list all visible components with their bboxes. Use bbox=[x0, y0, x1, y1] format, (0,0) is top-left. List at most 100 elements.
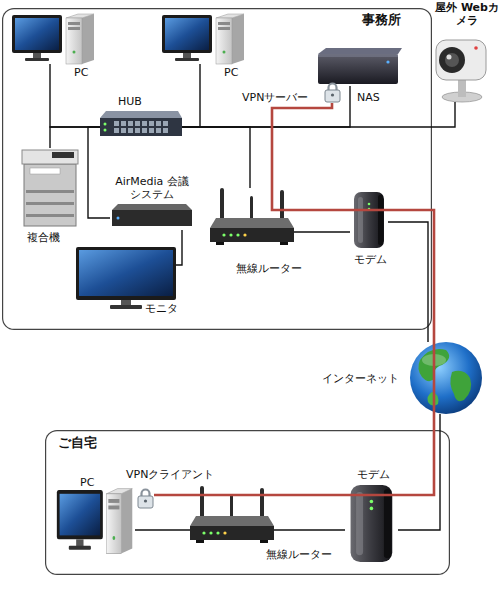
hub-illustration bbox=[100, 111, 182, 118]
router-illustration bbox=[210, 188, 294, 245]
hub-illustration bbox=[156, 128, 161, 133]
hub-illustration bbox=[121, 121, 126, 126]
device-label: 屋外 Webカメラ bbox=[434, 1, 500, 27]
webcam-illustration bbox=[439, 47, 465, 73]
globe-illustration bbox=[418, 349, 449, 381]
webcam-illustration bbox=[436, 40, 486, 80]
globe-illustration bbox=[410, 342, 482, 414]
nas-illustration bbox=[318, 48, 402, 84]
internet: インターネット bbox=[410, 342, 482, 414]
pc: PC bbox=[55, 486, 135, 554]
network-cable bbox=[50, 127, 100, 148]
router-illustration bbox=[190, 188, 294, 543]
airmedia-illustration bbox=[112, 204, 192, 226]
globe-illustration bbox=[428, 392, 439, 406]
vpn-client: VPNクライアント bbox=[137, 487, 154, 509]
airmedia-illustration bbox=[117, 217, 120, 220]
router-illustration bbox=[190, 486, 274, 543]
nas-illustration bbox=[318, 54, 398, 57]
pc-illustration bbox=[57, 489, 132, 554]
pc: PC bbox=[160, 12, 248, 64]
network-cable bbox=[388, 222, 428, 342]
lock-icon bbox=[138, 490, 153, 509]
modem: モデム bbox=[345, 485, 398, 562]
modem-illustration bbox=[351, 485, 393, 562]
hub-illustration bbox=[104, 123, 107, 126]
hub: HUB bbox=[100, 110, 182, 138]
device-label: PC bbox=[80, 476, 94, 489]
router: 無線ルーター bbox=[190, 486, 274, 548]
network-cable bbox=[182, 127, 250, 188]
vpn-tunnel-line bbox=[154, 103, 434, 495]
device-label: インターネット bbox=[322, 372, 399, 385]
hub-illustration bbox=[149, 121, 154, 126]
nas-illustration bbox=[386, 60, 389, 63]
device-label: PC bbox=[224, 66, 238, 79]
pc-illustration bbox=[162, 14, 244, 64]
mfp-illustration bbox=[22, 150, 78, 226]
hub-illustration bbox=[121, 128, 126, 133]
airmedia-illustration bbox=[112, 204, 192, 210]
network-cable bbox=[88, 127, 110, 218]
modem-illustration bbox=[351, 192, 393, 562]
hub-illustration bbox=[156, 121, 161, 126]
area-title: ご自宅 bbox=[58, 436, 97, 450]
device-label: PC bbox=[74, 66, 88, 79]
hub-illustration bbox=[135, 128, 140, 133]
modem-illustration bbox=[354, 192, 384, 248]
device-label: 複合機 bbox=[27, 231, 60, 244]
home-area: VPNクライアントPCモデム無線ルーターご自宅 bbox=[45, 430, 450, 575]
webcam-illustration bbox=[474, 46, 478, 50]
office-area: PC PC VPNサーバー NAS HUB 複合機 AirMedia 会議システム無線ルータ… bbox=[2, 8, 432, 330]
vpn-server: VPNサーバー bbox=[324, 81, 341, 103]
globe-illustration bbox=[410, 342, 482, 414]
network-cable bbox=[135, 529, 190, 530]
mfp-illustration bbox=[26, 202, 74, 205]
globe-illustration bbox=[450, 371, 471, 401]
hub-illustration bbox=[100, 118, 182, 136]
webcam-illustration bbox=[445, 53, 459, 67]
monitor: モニタ bbox=[76, 246, 176, 312]
monitor-illustration bbox=[79, 250, 173, 296]
device-label: 無線ルーター bbox=[266, 548, 332, 561]
hub-illustration bbox=[142, 121, 147, 126]
hub-illustration bbox=[163, 128, 168, 133]
device-label: NAS bbox=[357, 91, 380, 104]
airmedia-illustration bbox=[112, 210, 192, 226]
device-label: モデム bbox=[357, 468, 390, 481]
nas-illustration bbox=[318, 54, 398, 84]
hub-illustration bbox=[114, 121, 119, 126]
hub-illustration bbox=[149, 128, 154, 133]
network-cable bbox=[182, 64, 200, 127]
hub-illustration bbox=[163, 121, 168, 126]
mfp-illustration bbox=[24, 164, 76, 226]
webcam-illustration bbox=[442, 92, 482, 102]
hub-illustration bbox=[142, 128, 147, 133]
modem: モデム bbox=[350, 192, 388, 248]
network-cable bbox=[182, 102, 455, 127]
hub-illustration bbox=[135, 121, 140, 126]
webcam: 屋外 Webカメラ bbox=[432, 30, 494, 102]
monitor-illustration bbox=[76, 247, 176, 300]
lock-icon bbox=[325, 84, 340, 103]
mfp-illustration bbox=[22, 150, 78, 164]
network-cable bbox=[50, 64, 100, 127]
device-label: VPNサーバー bbox=[242, 91, 308, 104]
webcam-illustration bbox=[447, 55, 452, 60]
hub-illustration bbox=[104, 129, 107, 132]
webcam-illustration bbox=[436, 40, 486, 102]
mfp: 複合機 bbox=[22, 148, 78, 228]
mfp-illustration bbox=[52, 152, 74, 158]
hub-illustration bbox=[128, 121, 133, 126]
device-label: 無線ルーター bbox=[236, 262, 302, 275]
device-label: AirMedia 会議システム bbox=[110, 175, 194, 201]
mfp-illustration bbox=[26, 190, 74, 193]
mfp-illustration bbox=[30, 168, 60, 174]
network-cable bbox=[182, 86, 350, 127]
monitor-illustration bbox=[76, 247, 176, 309]
network-cable bbox=[294, 231, 350, 232]
lock-icon bbox=[138, 84, 340, 509]
hub-illustration bbox=[114, 128, 119, 133]
